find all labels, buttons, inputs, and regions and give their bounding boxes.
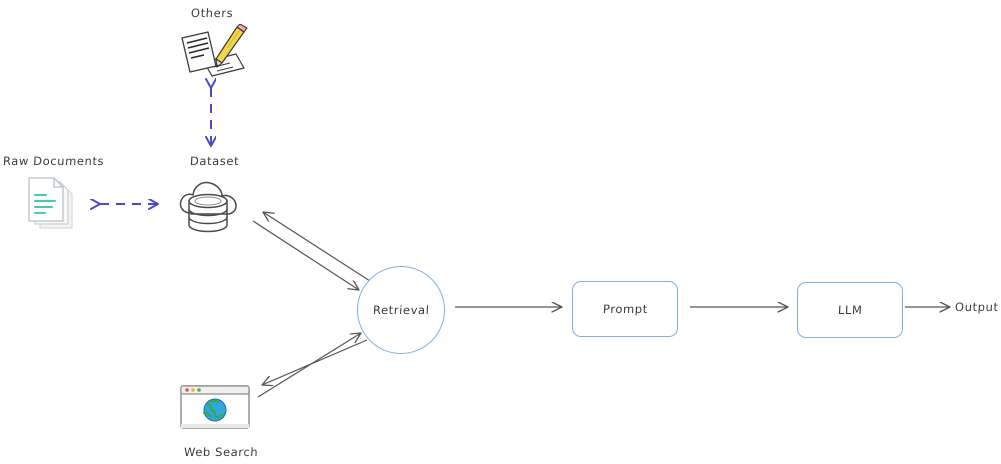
stacked-documents-icon [28,177,73,229]
raw-documents-icon-wrapper [24,176,82,236]
document-with-pencil-icon [181,23,248,77]
retrieval-label: Retrieval [372,303,430,317]
llm-node[interactable]: LLM [797,282,903,338]
prompt-node[interactable]: Prompt [572,281,678,337]
connector-web-search-retrieval [257,333,368,398]
connector-dataset-retrieval [252,212,371,290]
llm-label: LLM [837,303,863,317]
dataset-label: Dataset [189,154,240,168]
output-label: Output [954,300,999,314]
others-label: Others [190,6,234,20]
prompt-label: Prompt [602,302,648,316]
dataset-icon-wrapper [177,173,247,239]
raw-documents-label: Raw Documents [2,154,105,168]
retrieval-node[interactable]: Retrieval [357,266,445,354]
others-icon-wrapper [174,23,248,82]
web-search-icon-wrapper [180,385,252,431]
browser-globe-icon [180,385,250,429]
web-search-label: Web Search [183,445,259,459]
cloud-database-icon [179,181,237,233]
